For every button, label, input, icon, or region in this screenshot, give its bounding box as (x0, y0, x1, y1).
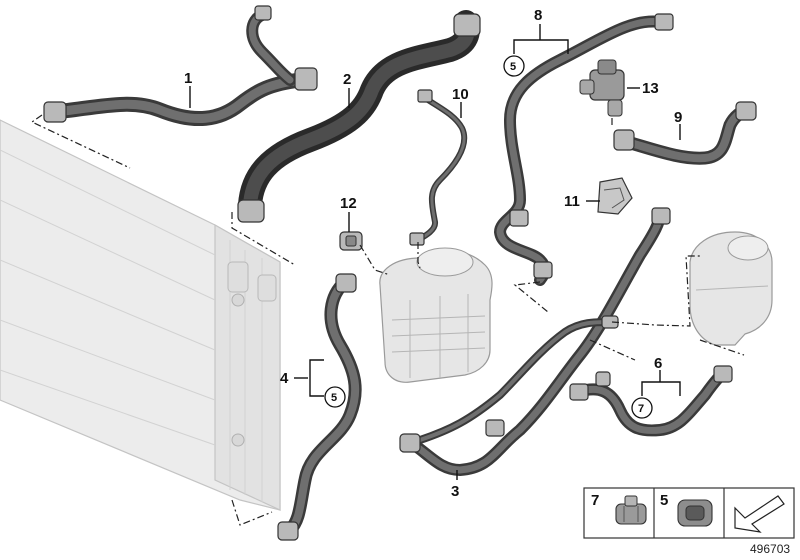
callout-labels: 1 2 3 4 6 8 9 10 11 12 13 (184, 7, 682, 500)
callout-4: 4 (280, 370, 289, 387)
radiator (0, 119, 281, 511)
callout-10: 10 (452, 86, 469, 103)
clamp-7-icon (615, 495, 647, 525)
hose-8[interactable] (494, 13, 674, 286)
callout-13: 13 (642, 80, 659, 97)
fitting-12[interactable] (339, 231, 363, 251)
circled-callouts: 5 5 7 (324, 55, 653, 419)
circled-callout-7-hose-6: 7 (638, 403, 644, 415)
legend-label-7: 7 (591, 492, 599, 509)
callout-6: 6 (654, 355, 662, 372)
legend-box: 7 5 (583, 487, 795, 539)
clamp-5-icon (677, 499, 713, 527)
callout-12: 12 (340, 195, 357, 212)
hose-9[interactable] (613, 101, 757, 165)
callout-8: 8 (534, 7, 542, 24)
callout-11: 11 (564, 193, 580, 210)
circled-callout-5-hose-8: 5 (510, 61, 516, 73)
callout-1: 1 (184, 70, 192, 87)
orientation-arrow-icon (734, 495, 785, 533)
hose-2[interactable] (237, 10, 481, 223)
valve-13[interactable] (579, 59, 625, 117)
callout-3: 3 (451, 483, 459, 500)
expansion-tank-right[interactable] (689, 231, 773, 346)
hose-3[interactable] (399, 207, 671, 476)
reference-number: 496703 (750, 542, 790, 556)
connection-lines (30, 114, 745, 526)
circled-callout-5-hose-4: 5 (331, 392, 337, 404)
hose-4[interactable] (277, 273, 362, 541)
callout-2: 2 (343, 71, 351, 88)
callout-9: 9 (674, 109, 682, 126)
expansion-tank-center[interactable] (379, 247, 493, 383)
bracket-11[interactable] (597, 177, 633, 215)
hose-6[interactable] (569, 365, 733, 437)
leader-lines (189, 24, 681, 480)
hose-1[interactable] (43, 5, 318, 127)
line-10[interactable] (409, 89, 468, 246)
legend-label-5: 5 (660, 492, 668, 509)
